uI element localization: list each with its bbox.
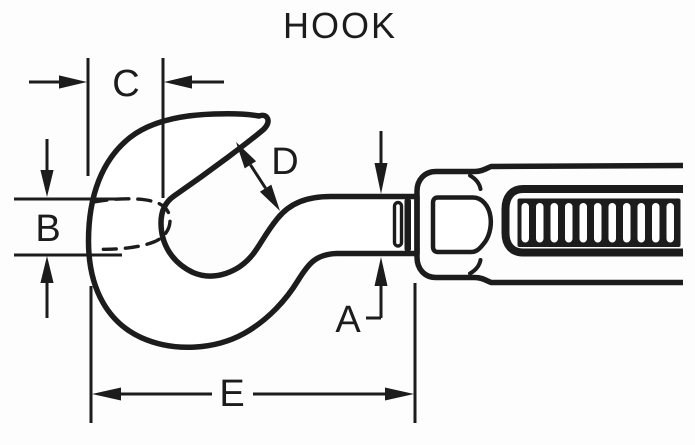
diagram-title: HOOK <box>283 5 397 46</box>
thread-slot <box>536 203 544 243</box>
shank-thread-bar <box>404 198 411 252</box>
turnbuckle-body <box>414 162 684 286</box>
thread-slot <box>550 203 558 243</box>
hidden-profile-dashed-line <box>92 197 172 251</box>
thread-slot <box>666 203 674 243</box>
shank-threads <box>392 198 411 252</box>
dim-e-label: E <box>219 373 244 415</box>
dim-c-arrowhead-right <box>164 75 192 89</box>
thread-slot <box>521 203 529 243</box>
dim-d-label: D <box>271 141 298 183</box>
fitting-socket-profile <box>430 195 494 255</box>
thread-slot <box>579 203 587 243</box>
dim-b-arrowhead-up <box>40 256 54 283</box>
fitting-fillet-bottom <box>468 258 483 276</box>
shank-thread-slot <box>392 200 404 248</box>
thread-slot <box>594 203 602 243</box>
hook-shape <box>85 110 420 351</box>
dim-c-label: C <box>112 63 139 105</box>
dimension-a: A <box>335 131 388 341</box>
dim-a-label: A <box>335 299 361 341</box>
dim-b-arrowhead-down <box>40 170 54 197</box>
dim-c-arrowhead-left <box>59 75 87 89</box>
hook-outline <box>85 110 420 351</box>
barrel-threads <box>517 198 681 247</box>
dim-d-arrowhead-upper <box>236 142 257 169</box>
dimension-b: B <box>14 139 122 318</box>
dim-b-label: B <box>35 208 60 250</box>
dim-e-arrowhead-left <box>92 387 121 401</box>
thread-slot <box>623 203 631 243</box>
fitting-fillet-top <box>468 173 483 191</box>
dim-d-shaft <box>249 163 267 190</box>
fitting-outline <box>414 162 684 286</box>
dim-a-arrowhead-up <box>374 257 388 286</box>
thread-slot <box>652 203 660 243</box>
barrel-thread-channel <box>501 185 683 257</box>
dimension-e: E <box>89 283 417 423</box>
thread-slot <box>637 203 645 243</box>
dim-a-arrowhead-down <box>374 163 388 194</box>
dimension-c: C <box>29 58 224 198</box>
dimension-d: D <box>236 141 299 211</box>
thread-slot <box>608 203 616 243</box>
dim-d-arrowhead-lower <box>259 184 280 211</box>
dim-e-arrowhead-right <box>385 387 414 401</box>
thread-slot <box>565 203 573 243</box>
